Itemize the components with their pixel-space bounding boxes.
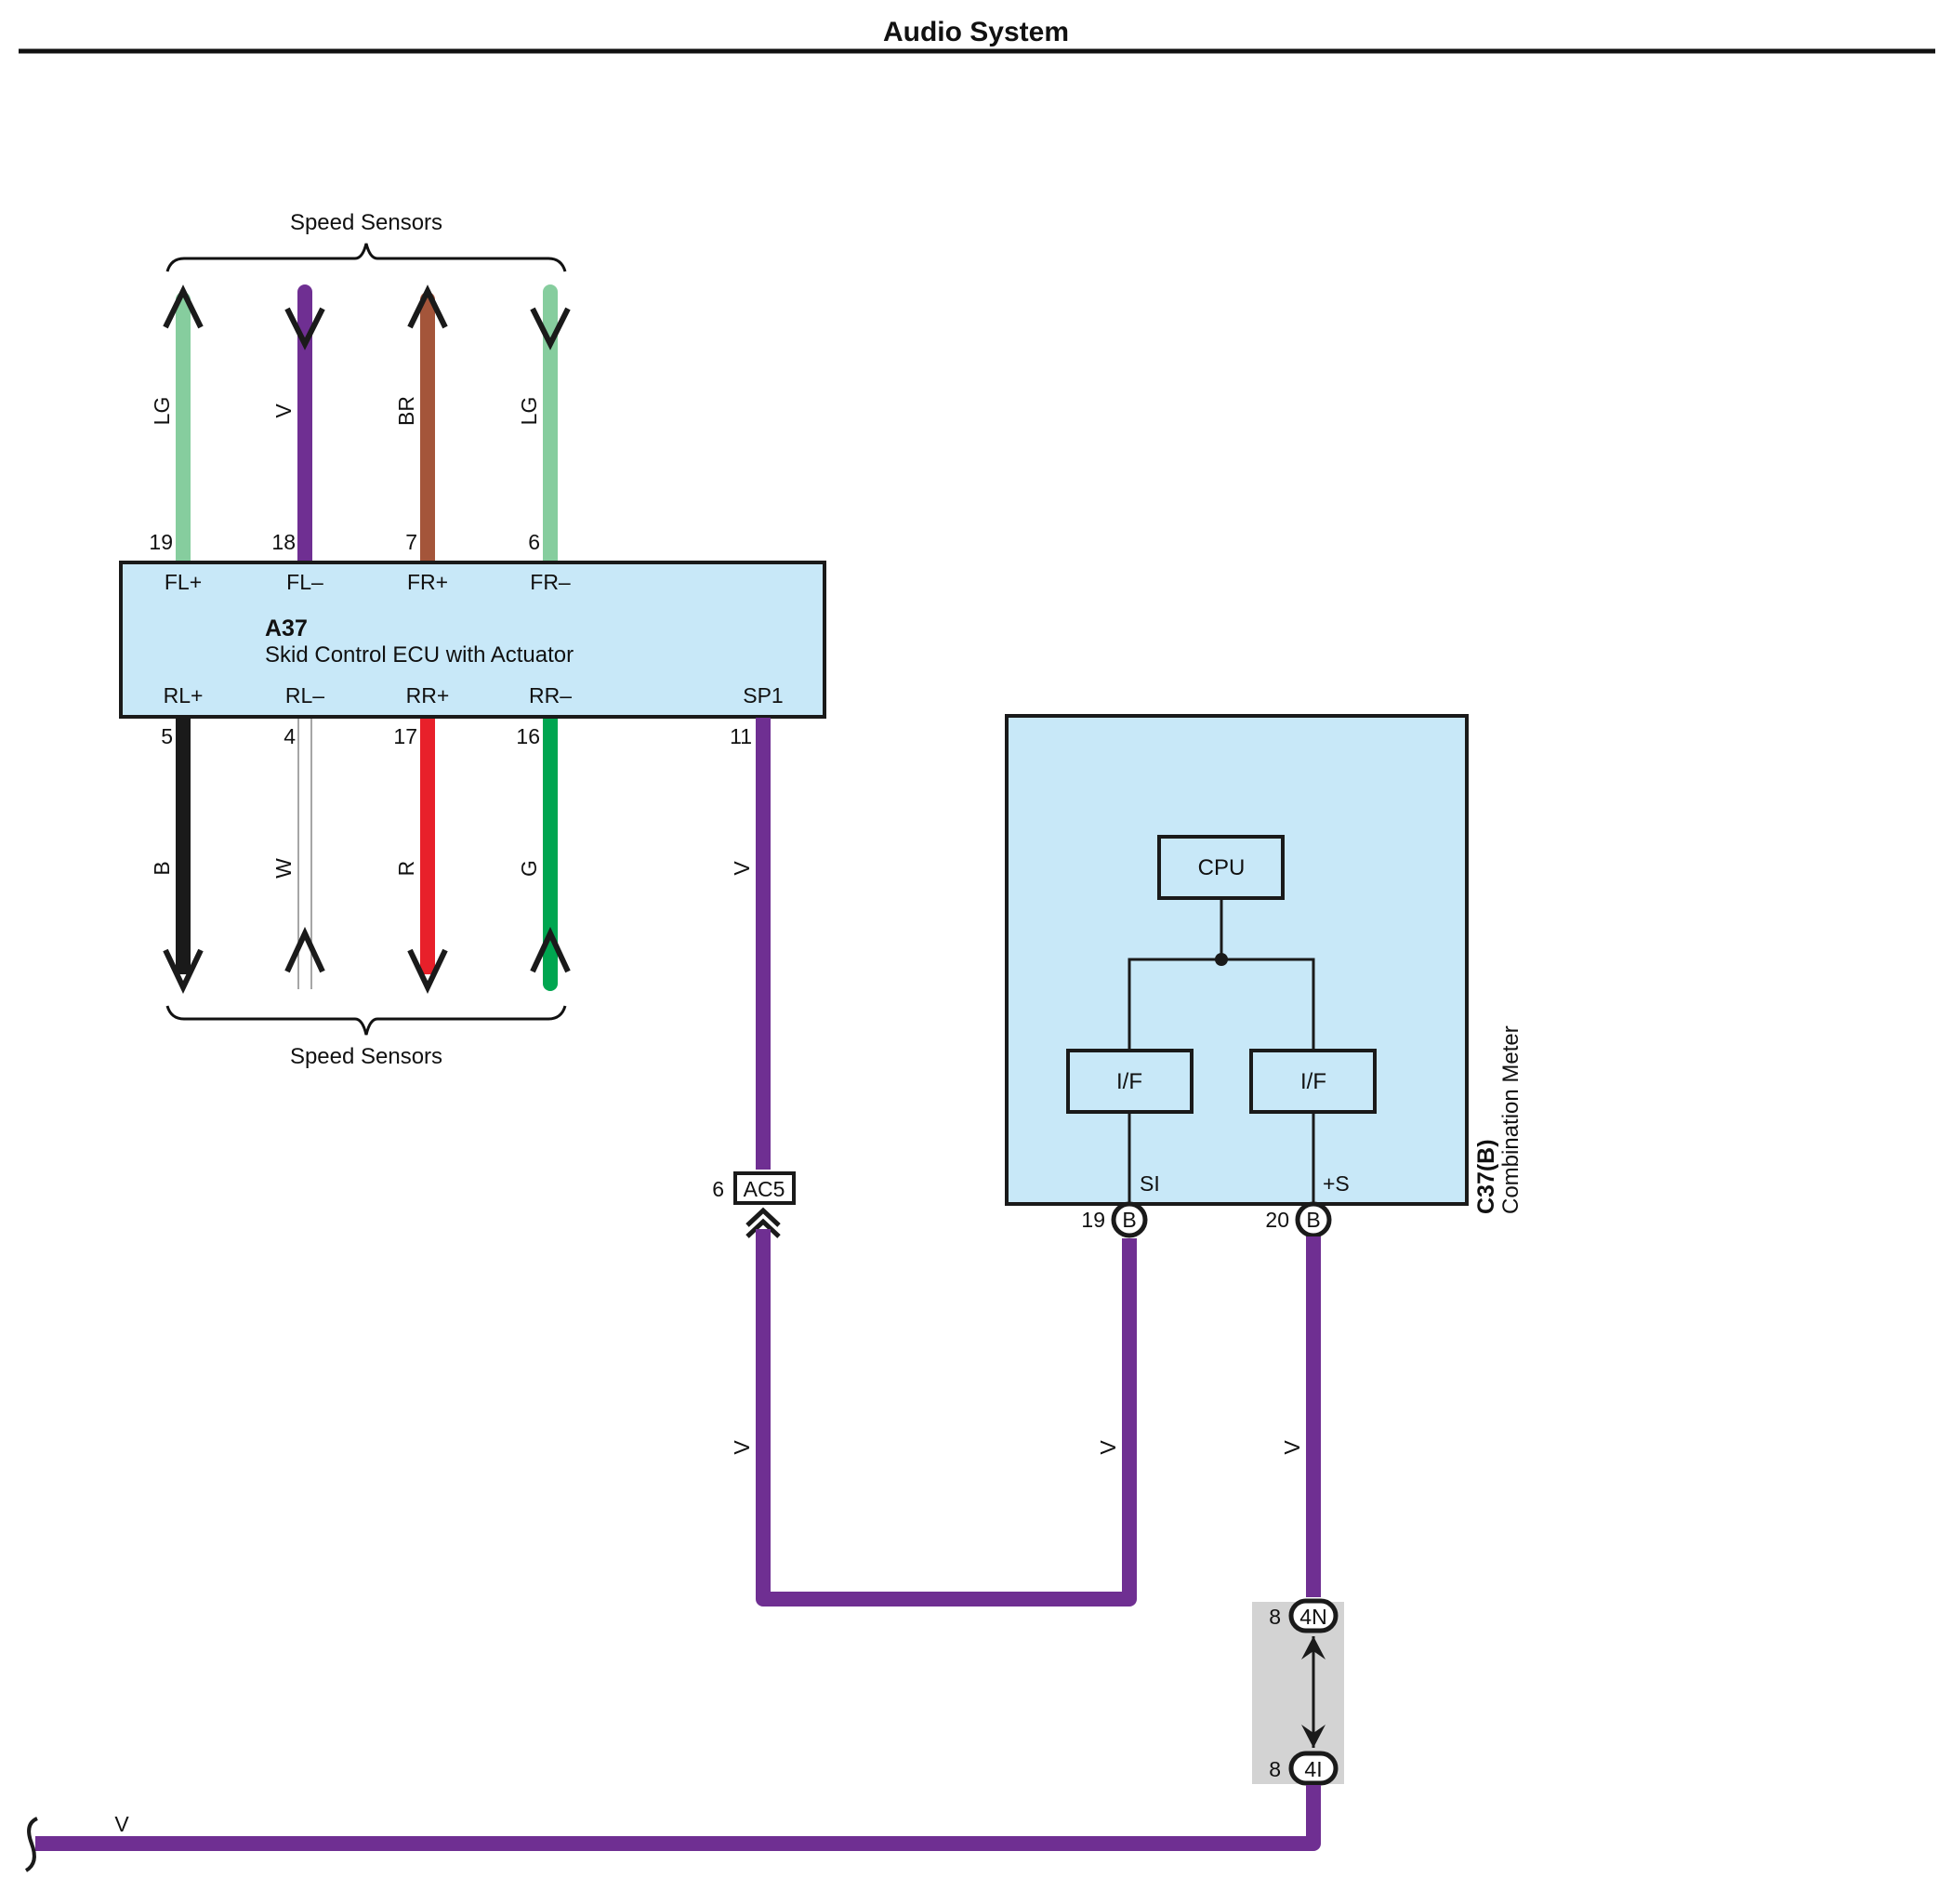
if-left-box — [1066, 1049, 1194, 1114]
meter-pin-plus-s: 20 — [1265, 1208, 1289, 1232]
wire-code-fr-minus: LG — [517, 397, 541, 426]
connector-4n-label: 4N — [1299, 1605, 1326, 1629]
ecu-term-fl-minus: FL– — [286, 570, 323, 594]
pin-fr-plus: 7 — [405, 530, 417, 554]
top-speed-sensors-brace — [165, 243, 567, 272]
pin-fl-plus: 19 — [149, 530, 173, 554]
meter-conn-si-label: B — [1122, 1208, 1136, 1232]
arrow-up-icon — [530, 926, 571, 973]
ecu-name: Skid Control ECU with Actuator — [265, 642, 574, 668]
ecu-term-rl-minus: RL– — [285, 683, 324, 707]
ecu-term-rr-minus: RR– — [529, 683, 572, 707]
pin-fl-minus: 18 — [271, 530, 296, 554]
arrow-up-icon — [163, 284, 204, 329]
meter-conn-plus-s — [1295, 1201, 1332, 1238]
wire-ac5-to-si — [756, 1229, 1137, 1606]
connector-ac5-pin: 6 — [712, 1177, 724, 1201]
ecu-term-fl-plus: FL+ — [165, 570, 202, 594]
meter-conn-si — [1111, 1201, 1148, 1238]
pin-fr-minus: 6 — [528, 530, 540, 554]
pin-rl-minus: 4 — [284, 724, 296, 748]
meter-term-si: SI — [1140, 1171, 1160, 1196]
pin-rr-minus: 16 — [516, 724, 540, 748]
wire-4i-to-left — [35, 1785, 1321, 1851]
meter-conn-plus-s-label: B — [1306, 1208, 1320, 1232]
arrow-down-icon — [163, 948, 204, 994]
wire-code-rl-plus: B — [150, 861, 174, 875]
wire-code-fr-plus: BR — [394, 396, 418, 426]
wire-fr-plus — [407, 284, 448, 570]
pin-rl-plus: 5 — [161, 724, 173, 748]
pin-sp1: 11 — [730, 724, 752, 748]
pin-rr-plus: 17 — [393, 724, 417, 748]
wire-fl-minus — [284, 284, 325, 570]
if-right-box — [1249, 1049, 1377, 1114]
wire-fl-plus — [163, 284, 204, 570]
ecu-term-fr-minus: FR– — [530, 570, 571, 594]
wire-code-ac5-lower: V — [730, 1440, 754, 1455]
if-right-label: I/F — [1300, 1069, 1326, 1094]
wire-code-rl-minus: W — [271, 858, 296, 879]
wire-fr-minus — [530, 284, 571, 570]
meter-term-plus-s: +S — [1323, 1171, 1350, 1196]
page-title: Audio System — [883, 17, 1069, 47]
wire-rl-plus — [163, 718, 204, 994]
meter-pin-si: 19 — [1081, 1208, 1105, 1232]
wire-code-fl-plus: LG — [150, 397, 174, 426]
arrow-down-icon — [530, 307, 571, 350]
ecu-id: A37 — [265, 615, 308, 641]
wire-code-fl-minus: V — [271, 403, 296, 418]
connector-ac5 — [733, 1171, 796, 1205]
connector-4n-pin: 8 — [1269, 1605, 1281, 1629]
wire-code-plus-s: V — [1280, 1440, 1304, 1455]
connector-ac5-label: AC5 — [744, 1177, 785, 1201]
wire-rl-minus — [284, 718, 325, 989]
if-left-label: I/F — [1116, 1069, 1142, 1094]
connector-4i — [1288, 1751, 1339, 1786]
wire-rr-minus — [530, 710, 571, 991]
ecu-term-sp1: SP1 — [743, 683, 783, 707]
wire-code-rr-plus: R — [394, 861, 418, 877]
chevron-up-icon — [745, 1207, 781, 1227]
wire-code-rr-minus: G — [517, 860, 541, 877]
connector-4i-arrow-icon — [1301, 1725, 1326, 1748]
ecu-box — [119, 561, 826, 719]
connector-4n-arrow-icon — [1301, 1636, 1326, 1659]
connector-4i-pin: 8 — [1269, 1757, 1281, 1781]
cpu-label: CPU — [1198, 855, 1246, 880]
bottom-speed-sensors-brace — [165, 1005, 567, 1036]
chevron-up-icon — [745, 1218, 781, 1238]
arrow-down-icon — [284, 307, 325, 350]
connector-4n — [1288, 1598, 1339, 1633]
ecu-term-fr-plus: FR+ — [407, 570, 448, 594]
arrow-down-icon — [407, 948, 448, 994]
ecu-term-rr-plus: RR+ — [406, 683, 450, 707]
bus-junction-dot — [1215, 953, 1228, 966]
arrow-up-icon — [407, 284, 448, 329]
connector-4i-label: 4I — [1304, 1757, 1322, 1781]
meter-name: Combination Meter — [1498, 1025, 1523, 1214]
wire-code-sp1: V — [730, 861, 754, 876]
wire-break-icon — [24, 1817, 38, 1872]
ecu-term-rl-plus: RL+ — [164, 683, 204, 707]
cpu-box — [1157, 835, 1285, 900]
top-speed-sensors-label: Speed Sensors — [290, 210, 442, 235]
bottom-speed-sensors-label: Speed Sensors — [290, 1044, 442, 1069]
wire-rr-plus — [407, 718, 448, 994]
arrow-up-icon — [284, 926, 325, 973]
meter-id: C37(B) — [1473, 1139, 1499, 1214]
wire-code-si: V — [1096, 1440, 1120, 1455]
wire-code-bottom: V — [114, 1812, 129, 1836]
